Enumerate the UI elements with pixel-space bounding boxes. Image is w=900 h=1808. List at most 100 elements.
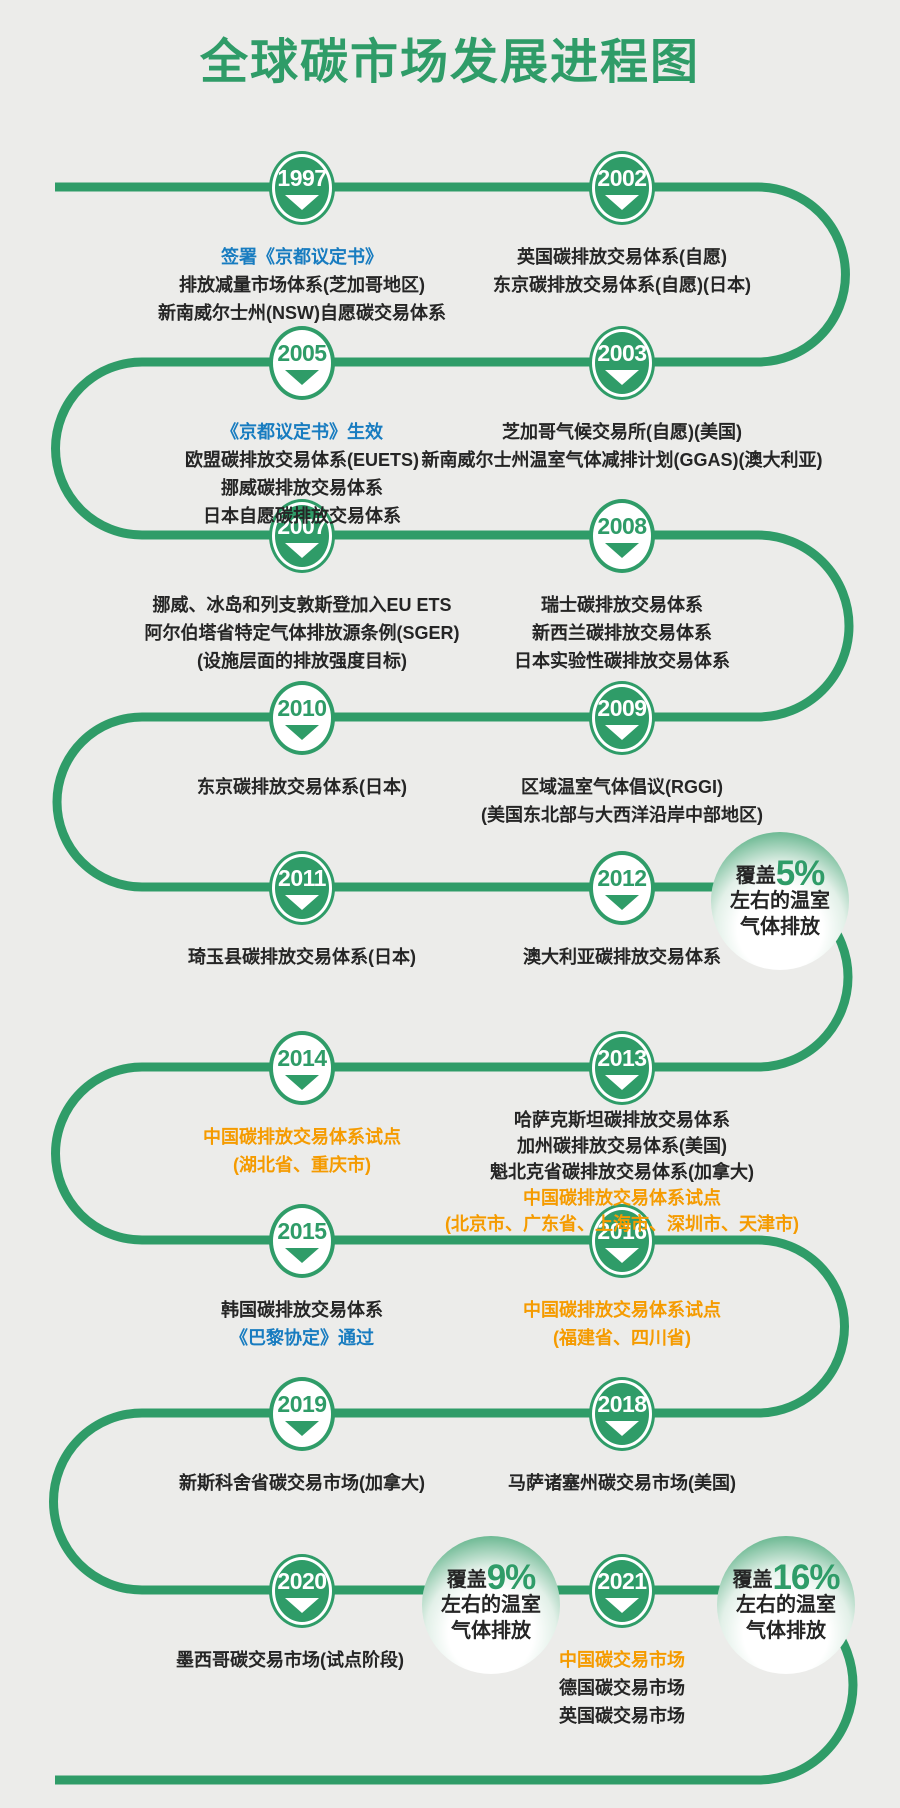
year-label: 2021	[597, 1567, 647, 1594]
event-line: 墨西哥碳交易市场(试点阶段)	[176, 1650, 404, 1670]
coverage-circle-5pct: 覆盖5%左右的温室气体排放	[711, 832, 849, 970]
coverage-circle-16pct: 覆盖16%左右的温室气体排放	[717, 1536, 855, 1674]
year-label: 2003	[597, 339, 647, 366]
year-badge-2016: 2016	[589, 1204, 655, 1278]
year-label: 2007	[277, 512, 327, 539]
event-text-2010: 东京碳排放交易体系(日本)	[92, 773, 512, 801]
coverage-headline: 覆盖9%	[447, 1560, 537, 1595]
chevron-down-icon	[605, 369, 639, 385]
coverage-circle-9pct: 覆盖9%左右的温室气体排放	[422, 1536, 560, 1674]
event-line: 新西兰碳排放交易体系	[532, 623, 712, 643]
event-line: 日本自愿碳排放交易体系	[203, 506, 401, 526]
event-text-2002: 英国碳排放交易体系(自愿)东京碳排放交易体系(自愿)(日本)	[372, 243, 872, 299]
event-line: 中国碳排放交易体系试点	[523, 1188, 721, 1208]
year-label: 2002	[597, 164, 647, 191]
coverage-line: 气体排放	[740, 916, 820, 938]
event-line: 中国碳排放交易体系试点	[523, 1300, 721, 1320]
chevron-down-icon	[605, 724, 639, 740]
year-badge-2008: 2008	[589, 499, 655, 573]
year-badge-1997: 1997	[269, 151, 335, 225]
coverage-line: 左右的温室	[736, 1594, 836, 1616]
year-label: 2018	[597, 1390, 647, 1417]
event-line: 瑞士碳排放交易体系	[541, 595, 703, 615]
event-text-2013: 哈萨克斯坦碳排放交易体系加州碳排放交易体系(美国) 魁北克省碳排放交易体系(加拿大…	[372, 1107, 872, 1237]
event-line: 区域温室气体倡议(RGGI)	[521, 777, 723, 797]
event-line: 德国碳交易市场	[559, 1678, 685, 1698]
page-title: 全球碳市场发展进程图	[199, 36, 700, 89]
event-text-2021: 中国碳交易市场德国碳交易市场英国碳交易市场	[462, 1646, 782, 1730]
chevron-down-icon	[605, 894, 639, 910]
event-line: (设施层面的排放强度目标)	[197, 651, 407, 671]
year-label: 2010	[277, 694, 327, 721]
chevron-down-icon	[605, 1074, 639, 1090]
timeline-path	[49, 182, 858, 1785]
event-text-2016: 中国碳排放交易体系试点 (福建省、四川省)	[372, 1296, 872, 1352]
year-label: 2012	[597, 864, 647, 891]
event-line: 欧盟碳排放交易体系(EUETS)	[185, 450, 419, 470]
coverage-value: 5%	[775, 854, 826, 893]
event-line: 中国碳交易市场	[559, 1650, 685, 1670]
coverage-line: 左右的温室	[441, 1594, 541, 1616]
chevron-down-icon	[285, 542, 319, 558]
event-line: (北京市、广东省、上海市、深圳市、天津市)	[445, 1214, 799, 1234]
year-badge-2019: 2019	[269, 1377, 335, 1451]
chevron-down-icon	[605, 1247, 639, 1263]
event-line: 新南威尔士州(NSW)自愿碳交易体系	[158, 303, 446, 323]
year-badge-2020: 2020	[269, 1554, 335, 1628]
event-line: 东京碳排放交易体系(日本)	[197, 777, 407, 797]
chevron-down-icon	[285, 369, 319, 385]
event-line: 新南威尔士州温室气体减排计划(GGAS)(澳大利亚)	[421, 450, 823, 470]
chevron-down-icon	[605, 542, 639, 558]
coverage-line: 气体排放	[451, 1620, 531, 1642]
event-text-2014: 中国碳排放交易体系试点 (湖北省、重庆市)	[92, 1123, 512, 1179]
event-line: (福建省、四川省)	[553, 1328, 691, 1348]
chevron-down-icon	[285, 1247, 319, 1263]
year-badge-2015: 2015	[269, 1204, 335, 1278]
coverage-line: 气体排放	[746, 1620, 826, 1642]
year-badge-2010: 2010	[269, 681, 335, 755]
year-label: 2015	[277, 1217, 327, 1244]
event-text-2009: 区域温室气体倡议(RGGI) (美国东北部与大西洋沿岸中部地区)	[372, 773, 872, 829]
year-label: 2008	[597, 512, 647, 539]
event-line: 挪威碳排放交易体系	[221, 478, 383, 498]
year-badge-2002: 2002	[589, 151, 655, 225]
coverage-headline: 覆盖16%	[732, 1560, 840, 1595]
event-text-2020: 墨西哥碳交易市场(试点阶段)	[110, 1646, 470, 1674]
year-badge-2007: 2007	[269, 499, 335, 573]
coverage-line: 左右的温室	[730, 890, 830, 912]
event-line: 哈萨克斯坦碳排放交易体系	[514, 1110, 730, 1130]
event-line: 加州碳排放交易体系(美国)	[517, 1136, 727, 1156]
event-line: (湖北省、重庆市)	[233, 1155, 371, 1175]
year-label: 2013	[597, 1044, 647, 1071]
coverage-value: 9%	[486, 1558, 537, 1597]
event-line: 日本实验性碳排放交易体系	[514, 651, 730, 671]
event-line: (美国东北部与大西洋沿岸中部地区)	[481, 805, 763, 825]
chevron-down-icon	[605, 194, 639, 210]
year-badge-2005: 2005	[269, 326, 335, 400]
coverage-headline: 覆盖5%	[736, 856, 826, 891]
year-badge-2021: 2021	[589, 1554, 655, 1628]
event-line: 马萨诸塞州碳交易市场(美国)	[508, 1473, 736, 1493]
event-line: 澳大利亚碳排放交易体系	[523, 947, 721, 967]
event-line: 挪威、冰岛和列支敦斯登加入EU ETS	[152, 595, 452, 615]
event-line: 魁北克省碳排放交易体系(加拿大)	[490, 1162, 754, 1182]
year-badge-2014: 2014	[269, 1031, 335, 1105]
event-text-2003: 芝加哥气候交易所(自愿)(美国) 新南威尔士州温室气体减排计划(GGAS)(澳大利…	[372, 418, 872, 474]
year-label: 2014	[277, 1044, 327, 1071]
chevron-down-icon	[285, 724, 319, 740]
year-label: 2019	[277, 1390, 327, 1417]
event-line: 芝加哥气候交易所(自愿)(美国)	[502, 422, 742, 442]
event-line: 排放减量市场体系(芝加哥地区)	[179, 275, 425, 295]
year-label: 1997	[277, 164, 327, 191]
year-label: 2020	[277, 1567, 327, 1594]
event-line: 韩国碳排放交易体系	[221, 1300, 383, 1320]
year-badge-2009: 2009	[589, 681, 655, 755]
event-line: 英国碳交易市场	[559, 1706, 685, 1726]
event-line: 新斯科舍省碳交易市场(加拿大)	[179, 1473, 425, 1493]
year-badge-2003: 2003	[589, 326, 655, 400]
event-text-2018: 马萨诸塞州碳交易市场(美国)	[372, 1469, 872, 1497]
event-line: 中国碳排放交易体系试点	[203, 1127, 401, 1147]
